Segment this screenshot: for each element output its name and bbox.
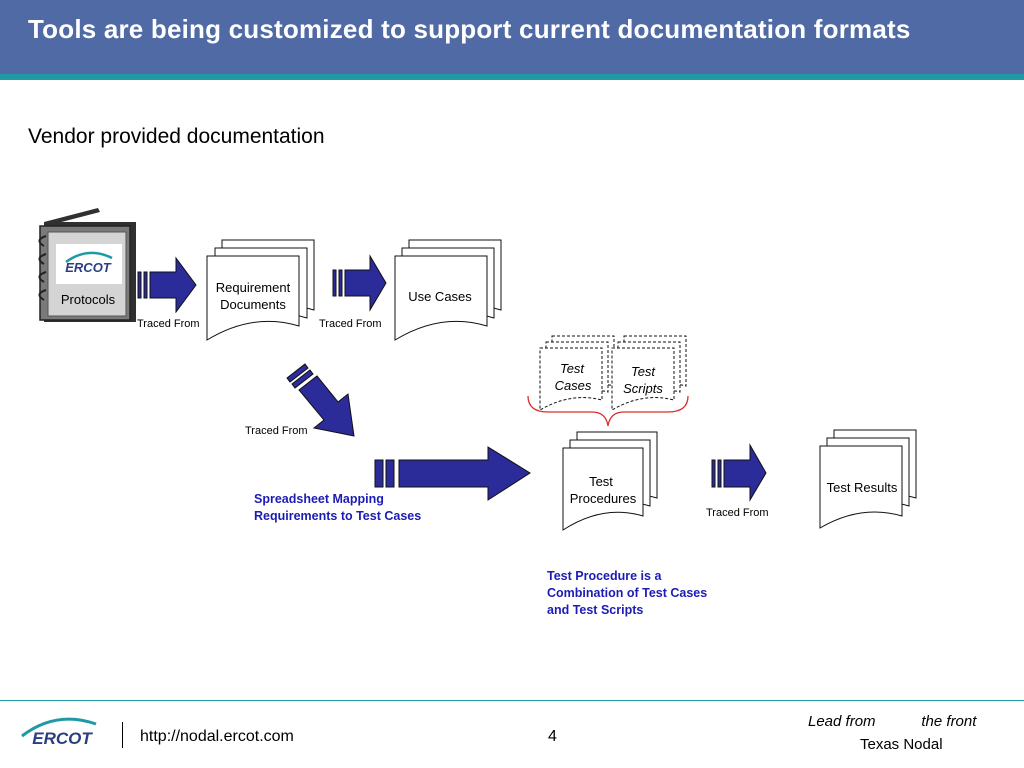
protocols-binder: ERCOT [38, 208, 136, 322]
page-number: 4 [548, 728, 557, 745]
page-title: Tools are being customized to support cu… [28, 14, 911, 44]
test-scripts-stack [611, 335, 687, 411]
spreadsheet-note-line-2: Requirements to Test Cases [254, 509, 422, 523]
arrow-procedures-to-results [711, 443, 767, 502]
header-accent-line [0, 74, 1024, 80]
footer-url-link[interactable]: http://nodal.ercot.com [140, 728, 294, 745]
footer-separator [122, 722, 123, 748]
test-scripts-label-2: Scripts [623, 381, 663, 396]
procedure-note-line-1: Test Procedure is a [547, 569, 662, 583]
spreadsheet-note-line-1: Spreadsheet Mapping [254, 492, 384, 506]
footer-ercot-logo: ERCOT [21, 717, 97, 748]
traced-from-label-1: Traced From [137, 318, 200, 330]
traced-from-label-2: Traced From [319, 318, 382, 330]
test-procedures-label-2: Procedures [570, 491, 637, 506]
test-scripts-label-1: Test [631, 364, 656, 379]
footer-logo-text: ERCOT [32, 729, 93, 748]
protocols-label: Protocols [61, 292, 116, 307]
test-results-label: Test Results [827, 480, 898, 495]
footer-tagline: Lead from the front [808, 713, 977, 730]
arrow-spreadsheet-to-procedures [374, 446, 531, 501]
test-results-stack [819, 429, 917, 529]
test-cases-label-2: Cases [555, 378, 592, 393]
footer-divider [0, 700, 1024, 701]
arrow-protocols-to-requirements [137, 256, 197, 314]
requirement-documents-stack [206, 239, 315, 341]
protocols-logo-text: ERCOT [65, 260, 112, 275]
requirement-documents-label-2: Documents [220, 297, 286, 312]
section-subtitle: Vendor provided documentation [28, 125, 325, 148]
traced-from-label-4: Traced From [706, 507, 769, 519]
test-procedures-label-1: Test [589, 474, 613, 489]
test-procedures-stack [562, 431, 658, 531]
spreadsheet-mapping-note: Spreadsheet Mapping Requirements to Test… [254, 491, 421, 525]
arrow-requirements-to-usecases [332, 254, 387, 312]
footer-org-name: Texas Nodal [860, 736, 943, 753]
requirement-documents-label-1: Requirement [216, 280, 291, 295]
combination-brace [527, 395, 689, 427]
header-bar [0, 0, 1024, 74]
test-cases-label-1: Test [560, 361, 585, 376]
procedure-note-line-3: and Test Scripts [547, 603, 644, 617]
test-procedure-note: Test Procedure is a Combination of Test … [547, 568, 707, 619]
procedure-note-line-2: Combination of Test Cases [547, 586, 708, 600]
traced-from-label-3: Traced From [245, 425, 308, 437]
use-cases-stack [394, 239, 502, 341]
arrow-diagonal-requirements-down [286, 363, 355, 437]
use-cases-label: Use Cases [408, 289, 472, 304]
